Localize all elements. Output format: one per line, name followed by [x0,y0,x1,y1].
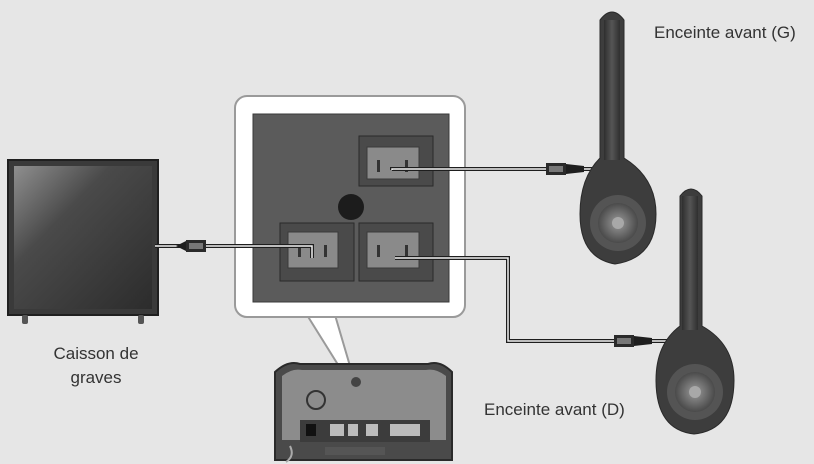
panel-knob [338,194,364,220]
label-subwoofer-line2: graves [70,368,122,387]
label-subwoofer-line1: Caisson de [53,344,139,363]
terminal-bottom-left [279,222,355,282]
cable-subwoofer [155,244,314,258]
subwoofer [7,159,159,324]
cable-front-right [395,256,676,343]
label-subwoofer: Caisson de graves [22,342,170,390]
plug-subwoofer [176,240,206,252]
plug-front-right [614,335,652,347]
cable-front-left [390,167,608,171]
label-front-left-speaker: Enceinte avant (G) [654,23,796,42]
front-left-speaker [579,11,657,265]
terminal-top-right [358,135,434,187]
terminal-bottom-right [358,222,434,282]
plug-front-left [546,163,584,175]
label-front-right-speaker: Enceinte avant (D) [484,400,625,419]
front-right-speaker [655,188,735,435]
main-unit [274,362,453,463]
